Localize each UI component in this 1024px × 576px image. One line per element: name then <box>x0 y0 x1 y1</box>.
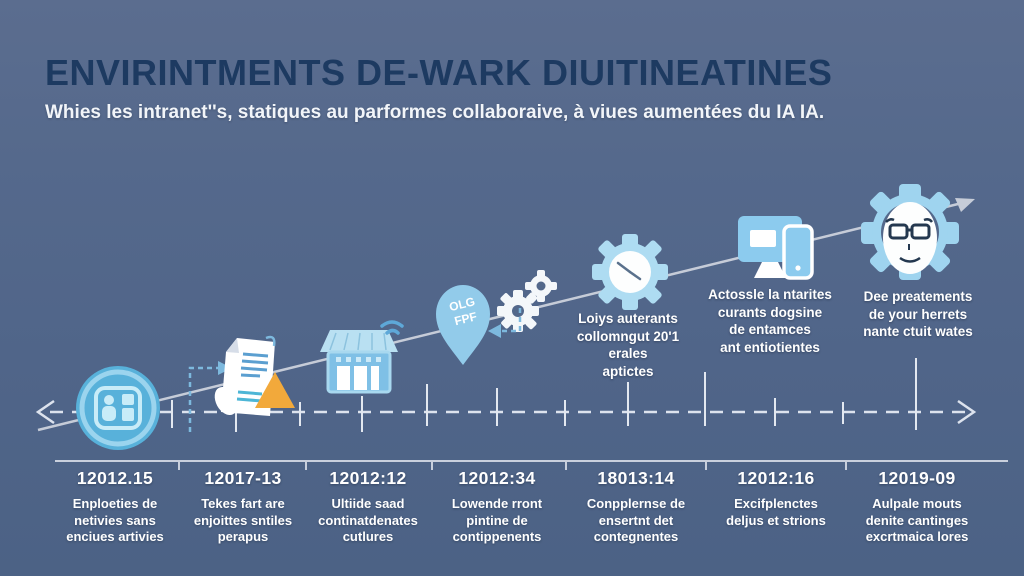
milestone-description: Ultiide saad continatdenates cutlures <box>318 496 418 545</box>
page-title: ENVIRINTMENTS DE-WARK DIUITINEATINES <box>45 52 833 93</box>
milestone-date: 12012:12 <box>329 468 407 488</box>
wifi-icon <box>380 320 404 335</box>
gear-clock-icon <box>592 234 668 310</box>
milestone-description: Aulpale mouts denite cantinges excrtmaic… <box>865 496 969 545</box>
milestone-description: Conpplernse de ensertnt det contegnentes <box>586 496 686 545</box>
document-warning-icon <box>214 335 295 416</box>
timeline-column: 12012:34 Lowende rront pintine de contip… <box>429 468 565 546</box>
milestone-description: Enploeties de netivies sans enciues arti… <box>66 496 164 545</box>
timeline-column: 12017-13 Tekes fart are enjoittes sntile… <box>175 468 311 546</box>
timeline-column: 12012:12 Ultiide saad continatdenates cu… <box>300 468 436 546</box>
person-gear-icon <box>861 184 959 280</box>
warning-triangle-icon <box>255 372 295 408</box>
milestone-description: Tekes fart are enjoittes sntiles perapus <box>193 496 293 545</box>
timeline-column: 12019-09 Aulpale mouts denite cantinges … <box>849 468 985 546</box>
users-circle-icon <box>76 366 160 450</box>
milestone-caption: Dee preatements de your herrets nante ct… <box>863 289 973 340</box>
timeline-column: 12012.15 Enploeties de netivies sans enc… <box>47 468 183 546</box>
store-wifi-icon <box>320 320 404 394</box>
milestone-date: 12012:34 <box>458 468 536 488</box>
devices-icon <box>738 216 814 280</box>
location-pin-icon <box>436 285 490 365</box>
column-separator <box>55 460 1008 470</box>
timeline-column: 18013:14 Conpplernse de ensertnt det con… <box>568 468 704 546</box>
milestone-date: 12017-13 <box>204 468 282 488</box>
timeline-column: 12012:16 Excifplenctes deljus et strions <box>708 468 844 529</box>
milestone-description: Excifplenctes deljus et strions <box>726 496 826 528</box>
milestone-date: 18013:14 <box>597 468 675 488</box>
milestone-caption: Loiys auterants collomngut 20'1 erales a… <box>576 311 680 379</box>
milestone-description: Lowende rront pintine de contippenents <box>451 496 543 545</box>
milestone-date: 12012:16 <box>737 468 815 488</box>
milestone-date: 12019-09 <box>878 468 956 488</box>
dashed-arrow-left-icon <box>488 308 522 338</box>
timeline-axis <box>35 399 977 425</box>
milestone-caption: Actossle la ntarites curants dogsine de … <box>708 287 832 355</box>
milestone-date: 12012.15 <box>76 468 154 488</box>
page-subtitle: Whies les intranet''s, statiques au parf… <box>45 102 825 123</box>
